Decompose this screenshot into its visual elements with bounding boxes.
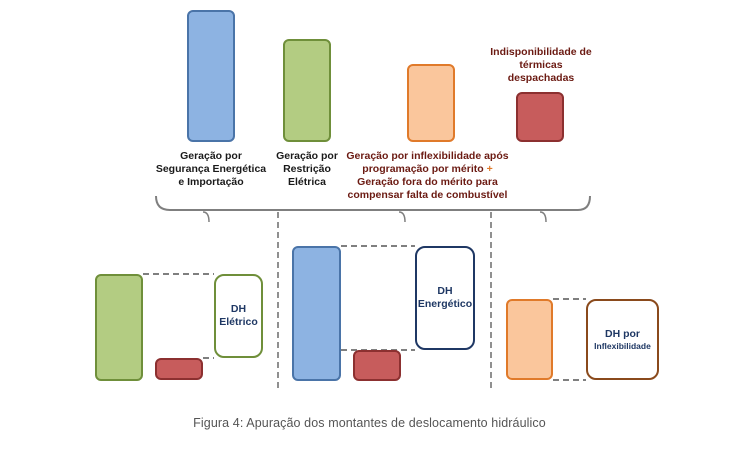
dh-label: DH por — [605, 327, 640, 340]
bar-seguranca-energetica-lower — [292, 246, 341, 381]
label-line: Geração fora do mérito para — [357, 176, 498, 188]
dh-label: Inflexibilidade — [594, 340, 651, 351]
label-indisponibilidade: Indisponibilidade de térmicas despachada… — [478, 46, 604, 85]
dh-label: DH — [437, 285, 453, 297]
label-seguranca: Geração por Segurança Energética e Impor… — [146, 150, 276, 189]
bar-inflexibilidade — [407, 64, 455, 142]
label-inflexibilidade: Geração por inflexibilidade após program… — [340, 150, 515, 202]
label-restricao: Geração por Restrição Elétrica — [262, 150, 352, 189]
label-line: térmicas — [519, 59, 563, 71]
bar-restricao-eletrica-lower — [95, 274, 143, 381]
brace-tick-3 — [539, 211, 547, 223]
label-line: despachadas — [507, 72, 575, 84]
plus-sign: + — [486, 163, 493, 175]
label-line: Segurança Energética — [155, 163, 267, 175]
brace-tick-1 — [202, 211, 210, 223]
figure-caption: Figura 4: Apuração dos montantes de desl… — [193, 416, 546, 430]
bar-seguranca-energetica — [187, 10, 235, 142]
label-line: Geração por — [276, 150, 338, 162]
label-line: programação por mérito + — [340, 163, 515, 176]
grouping-brace — [155, 195, 591, 211]
label-line: Elétrica — [288, 176, 326, 188]
dh-label: Energético — [417, 298, 473, 310]
label-line: Indisponibilidade de — [490, 46, 592, 58]
bar-indisponibilidade-lower — [155, 358, 203, 380]
label-text: programação por mérito — [362, 163, 484, 175]
bar-indisponibilidade-lower — [353, 350, 401, 381]
bar-indisponibilidade — [516, 92, 564, 142]
bar-restricao-eletrica — [283, 39, 331, 142]
dh-label: DH — [230, 303, 247, 315]
dh-eletrico-box: DH Elétrico — [214, 274, 263, 358]
bar-inflexibilidade-lower — [506, 299, 553, 380]
label-line: Restrição — [283, 163, 331, 175]
brace-tick-2 — [398, 211, 406, 223]
label-line: Geração por inflexibilidade após — [346, 150, 509, 162]
label-line: e Importação — [178, 176, 244, 188]
dh-label: Elétrico — [219, 316, 258, 328]
dh-energetico-box: DH Energético — [415, 246, 475, 350]
label-line: Geração por — [180, 150, 242, 162]
dh-inflexibilidade-box: DH por Inflexibilidade — [586, 299, 659, 380]
label-line: compensar falta de combustível — [347, 189, 508, 201]
